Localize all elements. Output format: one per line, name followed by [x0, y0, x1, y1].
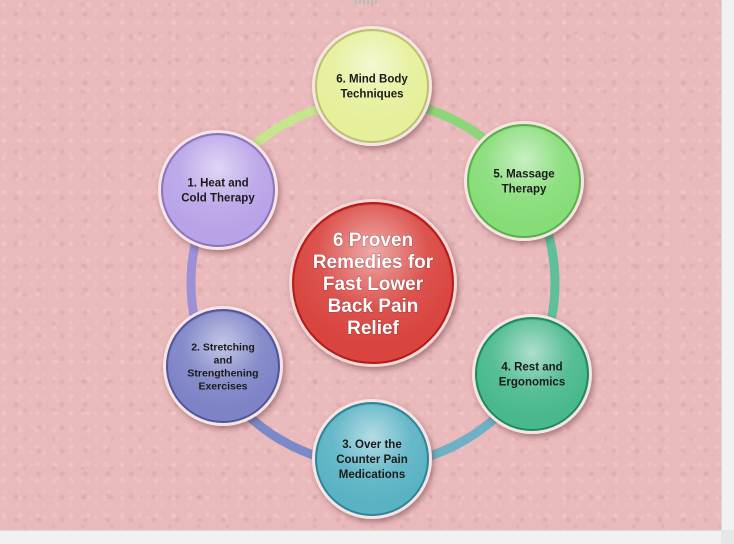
node-label-line: 2. Stretching	[191, 342, 255, 354]
node-label-line: Counter Pain	[336, 454, 408, 466]
node-label-line: and	[214, 355, 233, 367]
scrollbar-corner	[721, 530, 734, 544]
node-label-line: Strengthening	[187, 368, 258, 380]
node-label-line: Therapy	[502, 184, 547, 196]
node-label-line: 5. Massage	[493, 169, 554, 181]
node-label-line: Cold Therapy	[181, 193, 255, 205]
center-title-line: Relief	[347, 318, 399, 339]
center-title-line: Back Pain	[328, 296, 419, 317]
node-label-line: 4. Rest and	[501, 362, 562, 374]
vertical-scrollbar[interactable]	[721, 0, 734, 530]
horizontal-scrollbar[interactable]	[0, 530, 721, 544]
top-grip[interactable]	[355, 0, 379, 4]
node-label-line: 1. Heat and	[187, 178, 248, 190]
node-label-line: 3. Over the	[342, 439, 401, 451]
node-label-line: Exercises	[198, 381, 247, 393]
center-title-line: 6 Proven	[333, 230, 413, 251]
node-label-line: Techniques	[340, 89, 403, 101]
center-title-line: Fast Lower	[323, 274, 424, 295]
center-title-line: Remedies for	[313, 252, 434, 273]
node-label-line: Ergonomics	[499, 377, 565, 389]
node-label-line: 6. Mind Body	[336, 74, 408, 86]
node-label-line: Medications	[339, 469, 405, 481]
